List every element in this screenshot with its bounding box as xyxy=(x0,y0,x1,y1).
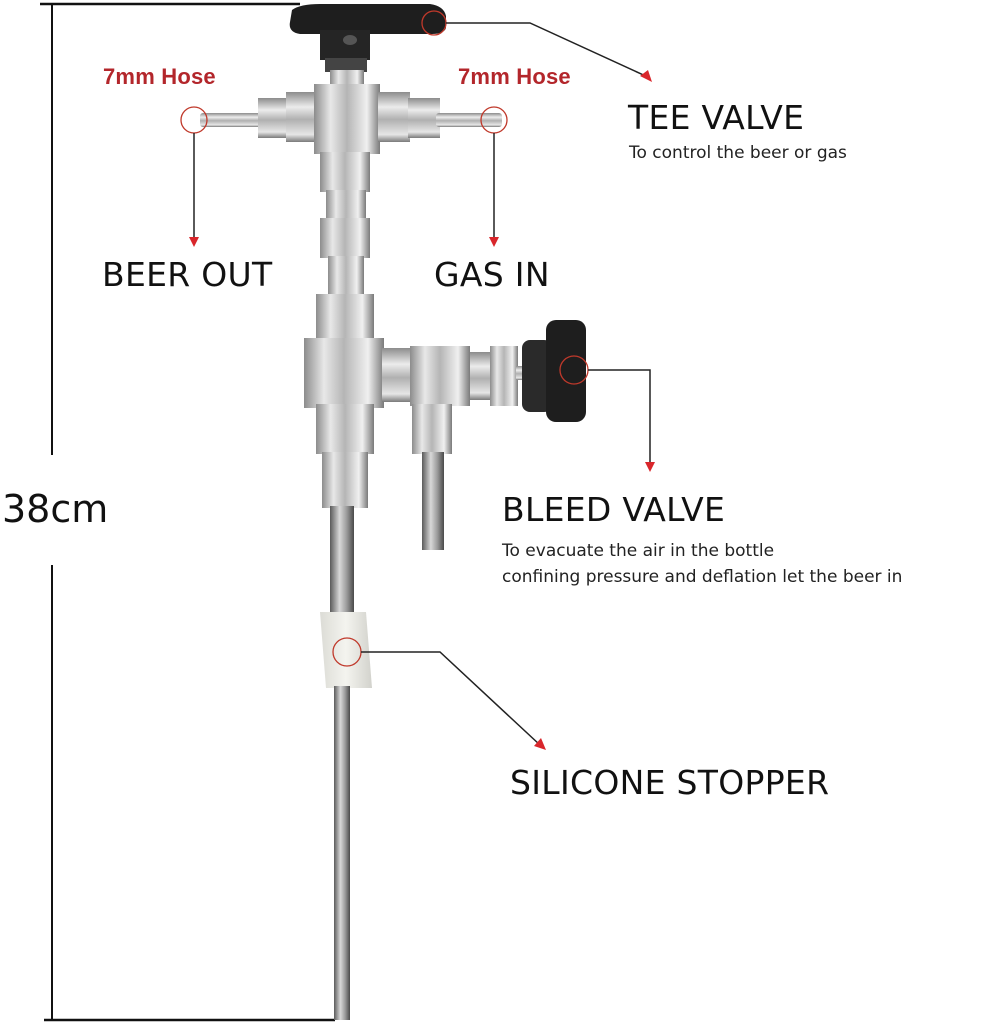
bleed-valve-knob xyxy=(522,320,586,422)
stopper-arrow-icon xyxy=(534,738,546,750)
arrow-heads xyxy=(189,70,655,750)
tee-valve-handle xyxy=(289,4,446,84)
dimension-bracket xyxy=(40,2,335,1022)
gas-in-label: GAS IN xyxy=(434,255,550,294)
dimension-label: 38cm xyxy=(2,487,109,531)
bleed-valve-description-line-2: confining pressure and deflation let the… xyxy=(502,567,903,587)
bleed-valve-arrow-icon xyxy=(645,462,655,472)
beer-out-arrow-icon xyxy=(189,237,199,247)
bleed-valve-title: BLEED VALVE xyxy=(502,490,726,529)
lower-tee-body xyxy=(304,294,540,550)
gas-in-arrow-icon xyxy=(489,237,499,247)
bleed-valve-description-line-1: To evacuate the air in the bottle xyxy=(502,541,775,561)
dip-tube xyxy=(320,506,372,1020)
silicone-stopper-shape xyxy=(320,612,372,688)
left-hose-label: 7mm Hose xyxy=(103,64,216,89)
right-hose-label: 7mm Hose xyxy=(458,64,571,89)
leader-lines xyxy=(193,22,651,746)
silicone-stopper-label: SILICONE STOPPER xyxy=(510,763,830,802)
upper-stem-fittings xyxy=(320,152,370,296)
tee-valve-arrow-icon xyxy=(640,70,652,82)
tee-valve-description: To control the beer or gas xyxy=(629,143,847,163)
tee-valve-title: TEE VALVE xyxy=(628,98,805,137)
tee-body xyxy=(200,84,502,154)
beer-out-label: BEER OUT xyxy=(102,255,273,294)
